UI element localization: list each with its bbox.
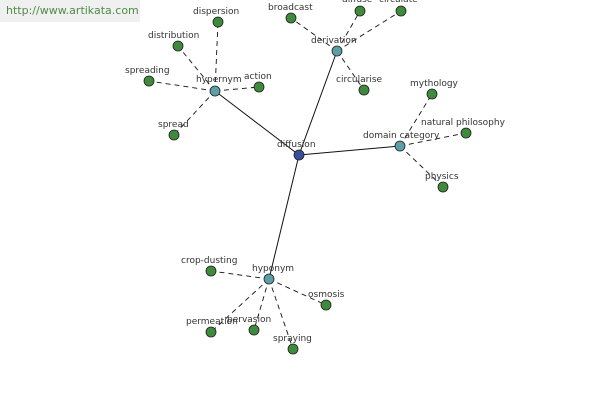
edge-domain-category-physics bbox=[399, 145, 444, 188]
label-domain-category[interactable]: domain category bbox=[363, 131, 440, 141]
label-mythology[interactable]: mythology bbox=[410, 79, 459, 89]
node-domain-category[interactable] bbox=[394, 140, 406, 152]
label-circulate[interactable]: circulate bbox=[379, 0, 418, 5]
label-dispersion[interactable]: dispersion bbox=[193, 7, 239, 17]
label-natural-philosophy[interactable]: natural philosophy bbox=[421, 118, 506, 128]
edge-hyponym-spraying bbox=[268, 278, 294, 350]
label-spreading[interactable]: spreading bbox=[125, 66, 170, 76]
label-spraying[interactable]: spraying bbox=[273, 334, 312, 344]
node-osmosis[interactable] bbox=[320, 299, 332, 311]
edge-domain-category-natural-philosophy bbox=[399, 132, 467, 147]
label-permeation[interactable]: permeation bbox=[186, 317, 238, 327]
edge-hypernym-spreading bbox=[148, 80, 216, 92]
label-spread[interactable]: spread bbox=[158, 120, 189, 130]
node-crop-dusting[interactable] bbox=[205, 265, 217, 277]
label-broadcast[interactable]: broadcast bbox=[268, 3, 313, 13]
node-distribution[interactable] bbox=[172, 40, 184, 52]
edge-hypernym-action bbox=[214, 86, 260, 92]
label-crop-dusting[interactable]: crop-dusting bbox=[181, 256, 237, 266]
node-dispersion[interactable] bbox=[212, 16, 224, 28]
edge-hypernym-spread bbox=[173, 90, 216, 136]
node-diffuse[interactable] bbox=[354, 5, 366, 17]
node-derivation[interactable] bbox=[331, 45, 343, 57]
edge-derivation-broadcast bbox=[290, 17, 338, 52]
node-physics[interactable] bbox=[437, 181, 449, 193]
node-permeation[interactable] bbox=[205, 326, 217, 338]
label-hypernym[interactable]: hypernym bbox=[196, 75, 242, 85]
label-circularise[interactable]: circularise bbox=[336, 75, 383, 85]
label-physics[interactable]: physics bbox=[425, 172, 459, 182]
node-natural-philosophy[interactable] bbox=[460, 127, 472, 139]
node-broadcast[interactable] bbox=[285, 12, 297, 24]
node-diffusion[interactable] bbox=[293, 149, 305, 161]
edge-derivation-circularise bbox=[336, 50, 365, 91]
edge-hypernym-distribution bbox=[177, 45, 216, 92]
label-distribution[interactable]: distribution bbox=[148, 31, 199, 41]
label-action[interactable]: action bbox=[244, 72, 272, 82]
edge-diffusion-derivation bbox=[298, 50, 338, 156]
edge-hyponym-permeation bbox=[210, 278, 270, 333]
node-hyponym[interactable] bbox=[263, 273, 275, 285]
node-circulate[interactable] bbox=[395, 5, 407, 17]
edge-diffusion-hypernym bbox=[214, 90, 300, 156]
node-spreading[interactable] bbox=[143, 75, 155, 87]
edge-diffusion-domain-category bbox=[298, 145, 401, 156]
label-hyponym[interactable]: hyponym bbox=[252, 264, 294, 274]
label-osmosis[interactable]: osmosis bbox=[308, 290, 345, 300]
edge-hyponym-osmosis bbox=[268, 278, 327, 306]
watermark-link[interactable]: http://www.artikata.com bbox=[0, 0, 140, 22]
label-pervasion[interactable]: pervasion bbox=[227, 315, 271, 325]
edge-derivation-circulate bbox=[336, 10, 402, 52]
node-hypernym[interactable] bbox=[209, 85, 221, 97]
node-spread[interactable] bbox=[168, 129, 180, 141]
label-diffusion[interactable]: diffusion bbox=[277, 140, 316, 150]
edge-hyponym-crop-dusting bbox=[210, 270, 270, 280]
label-diffuse[interactable]: diffuse bbox=[342, 0, 373, 5]
label-derivation[interactable]: derivation bbox=[311, 36, 357, 46]
node-pervasion[interactable] bbox=[248, 324, 260, 336]
node-action[interactable] bbox=[253, 81, 265, 93]
edge-derivation-diffuse bbox=[336, 10, 361, 52]
node-spraying[interactable] bbox=[287, 343, 299, 355]
node-circularise[interactable] bbox=[358, 84, 370, 96]
edge-diffusion-hyponym bbox=[268, 154, 300, 280]
edge-domain-category-mythology bbox=[399, 93, 433, 147]
edge-hypernym-dispersion bbox=[214, 21, 219, 92]
node-mythology[interactable] bbox=[426, 88, 438, 100]
